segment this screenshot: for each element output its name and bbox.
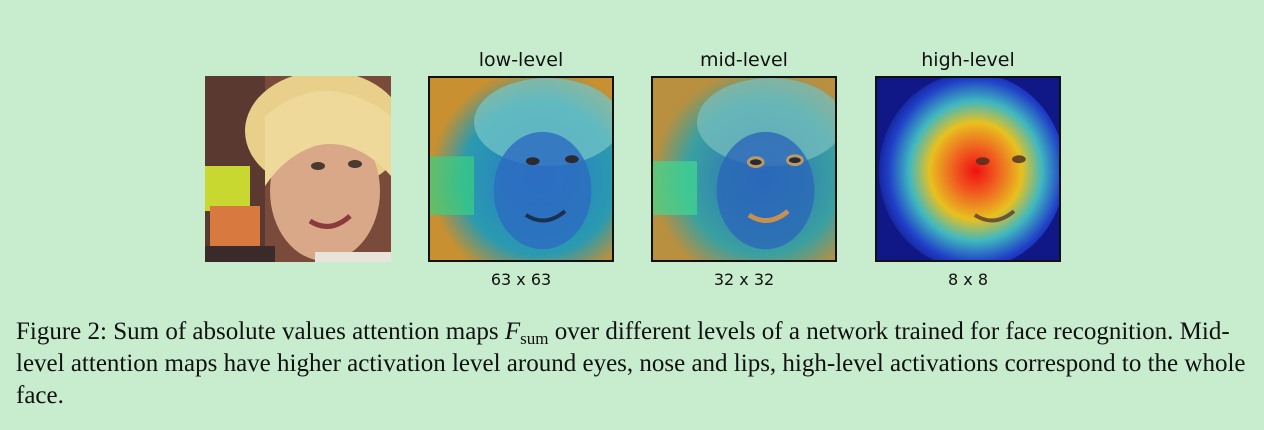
panel-size-high-level: 8 x 8 (948, 270, 988, 289)
low-level-attention-map (428, 76, 614, 262)
caption-prefix: Figure 2: Sum of absolute values attenti… (16, 318, 505, 345)
panel-title-low-level: low-level (478, 49, 564, 71)
high-level-attention-map (875, 76, 1061, 262)
mid-level-attention-map (651, 76, 837, 262)
figure-caption: Figure 2: Sum of absolute values attenti… (16, 316, 1252, 412)
caption-symbol: Fsum (504, 318, 549, 348)
caption-suffix: over different levels of a network train… (16, 318, 1246, 409)
panel-title-high-level: high-level (921, 49, 1015, 71)
panel-title-mid-level: mid-level (700, 49, 788, 71)
panel-size-mid-level: 32 x 32 (713, 270, 775, 289)
caption-subscript: sum (520, 329, 549, 348)
original-face-image (205, 76, 391, 262)
panel-size-low-level: 63 x 63 (490, 270, 552, 289)
